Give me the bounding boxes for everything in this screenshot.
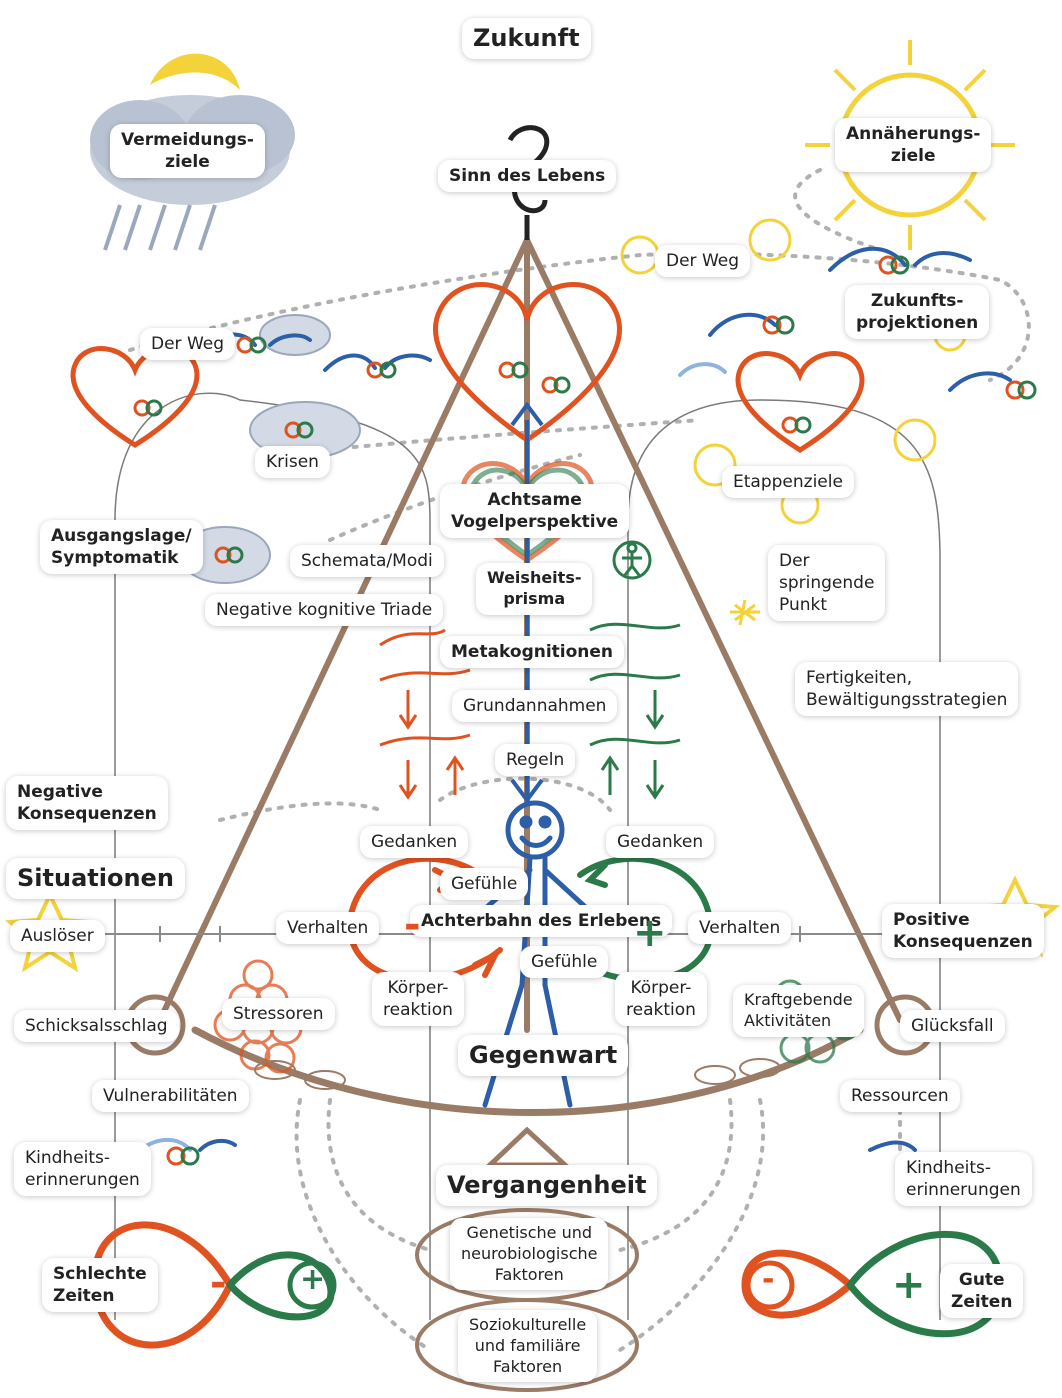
minus-sign-good: - bbox=[762, 1262, 775, 1297]
schemas-label: Schemata/Modi bbox=[290, 545, 444, 578]
body-right-label: Körper- reaktion bbox=[615, 972, 707, 1027]
negative-consequences-label: Negative Konsequenzen bbox=[6, 776, 168, 831]
crises-label: Krisen bbox=[255, 446, 330, 479]
the-way-left-label: Der Weg bbox=[140, 328, 236, 361]
initial-state-label: Ausgangslage/ Symptomatik bbox=[40, 520, 203, 575]
present-label: Gegenwart bbox=[458, 1035, 629, 1077]
behavior-left-label: Verhalten bbox=[276, 912, 380, 945]
stressors-label: Stressoren bbox=[222, 998, 335, 1031]
childhood-left-label: Kindheits- erinnerungen bbox=[14, 1142, 151, 1197]
resources-label: Ressourcen bbox=[840, 1080, 960, 1113]
past-label: Vergangenheit bbox=[436, 1165, 658, 1207]
situations-label: Situationen bbox=[6, 858, 185, 900]
ellipses-base bbox=[254, 1058, 781, 1090]
infinity-rings bbox=[133, 255, 1037, 1166]
metacognitions-label: Metakognitionen bbox=[440, 636, 625, 669]
milestones-label: Etappenziele bbox=[722, 466, 854, 499]
feelings-top-label: Gefühle bbox=[440, 868, 529, 901]
thoughts-right-label: Gedanken bbox=[606, 826, 715, 859]
negative-triad-label: Negative kognitive Triade bbox=[205, 594, 444, 627]
behavior-right-label: Verhalten bbox=[688, 912, 792, 945]
future-projections-label: Zukunfts- projektionen bbox=[845, 285, 990, 340]
feelings-bottom-label: Gefühle bbox=[520, 946, 609, 979]
sociocultural-factors-label: Soziokulturelle und familiäre Faktoren bbox=[458, 1310, 598, 1383]
vulnerabilities-label: Vulnerabilitäten bbox=[92, 1080, 249, 1113]
wisdom-prism-label: Weisheits- prisma bbox=[476, 563, 593, 615]
approach-goals-label: Annäherungs- ziele bbox=[835, 118, 992, 173]
rollercoaster-label: Achterbahn des Erlebens bbox=[410, 905, 673, 938]
meaning-of-life-label: Sinn des Lebens bbox=[438, 160, 617, 193]
figure-circle-icon bbox=[612, 540, 652, 580]
the-way-right-label: Der Weg bbox=[655, 245, 751, 278]
factor-ovals bbox=[415, 1208, 639, 1392]
arrows-cognitions bbox=[379, 622, 681, 800]
minus-sign-center: - bbox=[404, 902, 421, 948]
plus-sign-center: + bbox=[633, 910, 667, 956]
stroke-of-luck-label: Glücksfall bbox=[900, 1010, 1005, 1043]
trigger-label: Auslöser bbox=[10, 920, 105, 953]
bad-times-label: Schlechte Zeiten bbox=[42, 1258, 158, 1313]
body-left-label: Körper- reaktion bbox=[372, 972, 464, 1027]
stroke-of-fate-label: Schicksalsschlag bbox=[14, 1010, 179, 1043]
good-times-label: Gute Zeiten bbox=[940, 1264, 1024, 1319]
avoidance-goals-label: Vermeidungs- ziele bbox=[110, 124, 265, 179]
basic-assumptions-label: Grundannahmen bbox=[452, 690, 618, 723]
positive-consequences-label: Positive Konsequenzen bbox=[882, 904, 1044, 959]
plus-sign-good: + bbox=[892, 1262, 926, 1308]
energizing-label: Kraftgebende Aktivitäten bbox=[733, 985, 864, 1037]
mindful-view-label: Achtsame Vogelperspektive bbox=[440, 484, 630, 539]
genetic-factors-label: Genetische und neurobiologische Faktoren bbox=[450, 1218, 609, 1291]
thoughts-left-label: Gedanken bbox=[360, 826, 469, 859]
moon-icon bbox=[150, 53, 240, 90]
turning-point-label: Der springende Punkt bbox=[768, 545, 886, 622]
skills-label: Fertigkeiten, Bewältigungsstrategien bbox=[795, 662, 1019, 717]
minus-sign-bad: - bbox=[210, 1260, 227, 1306]
childhood-right-label: Kindheits- erinnerungen bbox=[895, 1152, 1032, 1207]
future-title: Zukunft bbox=[462, 18, 591, 60]
rules-label: Regeln bbox=[495, 744, 576, 777]
plus-sign-bad: + bbox=[300, 1262, 326, 1297]
